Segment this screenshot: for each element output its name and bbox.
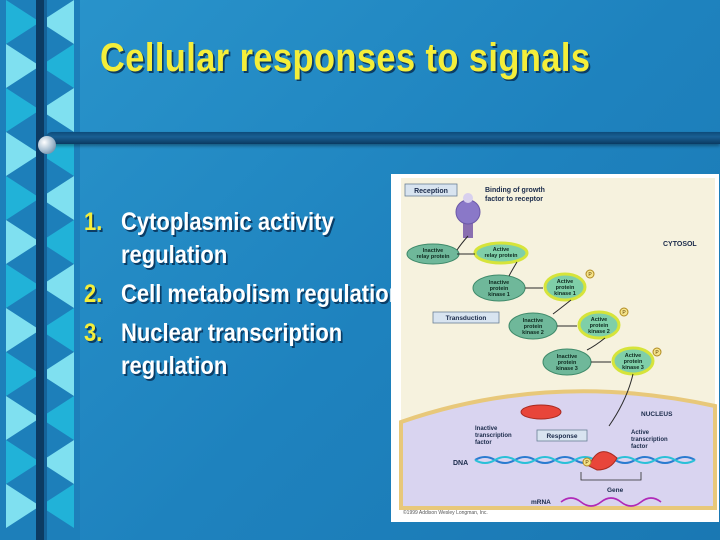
phosphate-tf — [582, 457, 592, 467]
growth-factor — [463, 193, 473, 203]
transduction-label: Transduction — [446, 315, 487, 322]
mrna-strand — [560, 497, 662, 507]
list-item: 3. Nuclear transcription regulation — [84, 317, 403, 383]
list-number: 3. — [84, 319, 103, 347]
list-item: 2. Cell metabolism regulation — [84, 278, 403, 311]
nucleus-region — [399, 389, 717, 510]
gene-bracket — [580, 472, 642, 481]
receptor-body — [455, 199, 481, 225]
nucleus-label: NUCLEUS — [641, 411, 673, 418]
binding-label: Binding of growth factor to receptor — [485, 187, 547, 203]
active-relay-protein — [473, 241, 529, 265]
active-kinase-1 — [543, 272, 587, 302]
response-label: Response — [546, 433, 577, 440]
list-item-text: Nuclear transcription regulation — [120, 319, 343, 380]
signal-pathway-figure: Reception Binding of growth factor to re… — [391, 174, 719, 522]
reception-box — [404, 183, 458, 197]
list-number: 1. — [84, 208, 103, 236]
active-kinase-2 — [577, 310, 621, 340]
bullet-list: 1. Cytoplasmic activity regulation 2. Ce… — [84, 206, 402, 389]
list-item-text: Cell metabolism regulation — [120, 280, 403, 308]
gene-label: Gene — [607, 487, 624, 494]
decorative-left-border — [0, 0, 80, 540]
mrna-label: mRNA — [531, 499, 551, 506]
title-divider — [46, 132, 720, 144]
svg-text:P: P — [588, 272, 592, 278]
response-box — [536, 429, 588, 442]
binding-line1: Binding of growth — [485, 187, 545, 194]
phosphate-3 — [652, 347, 662, 357]
divider-knob — [38, 136, 56, 154]
phosphate-2 — [619, 307, 629, 317]
reception-label: Reception — [414, 188, 448, 195]
active-transcription-factor — [588, 451, 618, 471]
list-number: 2. — [84, 280, 103, 308]
dna-strand-2 — [474, 456, 696, 464]
cytosol-label: CYTOSOL — [663, 241, 697, 248]
list-item-text: Cytoplasmic activity regulation — [120, 208, 334, 269]
list-item: 1. Cytoplasmic activity regulation — [84, 206, 403, 272]
binding-line2: factor to receptor — [485, 196, 543, 203]
phosphate-1 — [585, 269, 595, 279]
figure-credit: ©1999 Addison Wesley Longman, Inc. — [403, 510, 488, 516]
svg-text:P: P — [585, 460, 589, 466]
dna-label: DNA — [453, 460, 468, 467]
slide-title: Cellular responses to signals — [100, 36, 591, 80]
svg-text:P: P — [622, 310, 626, 316]
transduction-box — [432, 311, 500, 324]
pathway-arrows — [456, 235, 634, 427]
receptor-stem — [463, 216, 473, 238]
inactive-transcription-factor — [520, 404, 562, 420]
svg-text:P: P — [655, 350, 659, 356]
